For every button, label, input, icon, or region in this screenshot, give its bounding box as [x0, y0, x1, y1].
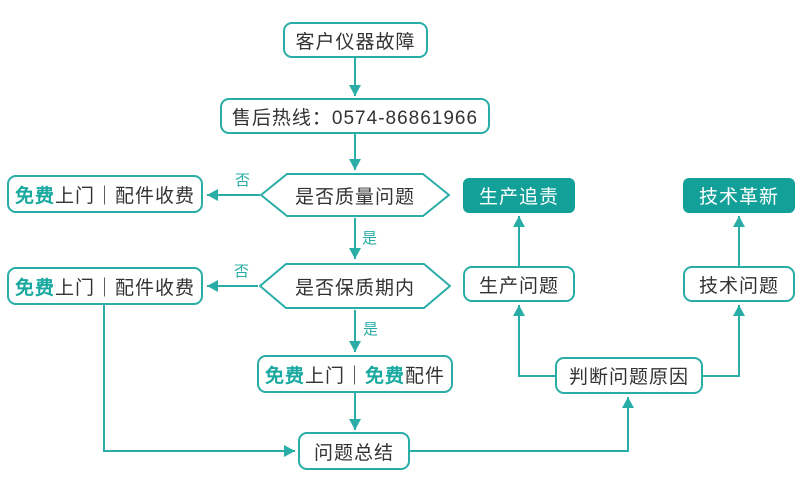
- parts-label: 配件: [405, 365, 446, 387]
- edge-label-yes-1: 是: [362, 230, 378, 247]
- decision-under-warranty-label: 是否保质期内: [294, 277, 415, 299]
- node-production-accountability-label: 生产追责: [478, 187, 559, 208]
- edge-label-no-1: 否: [235, 172, 251, 189]
- node-free-visit-paid-parts-1: 免费上门｜配件收费: [7, 175, 203, 213]
- paid-parts-label: 上门｜配件收费: [55, 185, 196, 207]
- edge-label-no-2: 否: [234, 263, 250, 280]
- decision-under-warranty: 是否保质期内: [258, 262, 452, 310]
- paid-parts-label: 上门｜配件收费: [55, 277, 196, 299]
- decision-quality-issue-label: 是否质量问题: [294, 186, 415, 208]
- node-free-visit-free-parts: 免费上门｜免费配件: [257, 355, 453, 393]
- node-production-problem-label: 生产问题: [478, 275, 559, 297]
- node-production-problem: 生产问题: [463, 266, 575, 302]
- free-label: 免费: [365, 365, 406, 387]
- edge-label-yes-2: 是: [363, 321, 379, 338]
- free-label: 免费: [14, 185, 55, 207]
- edge-judge-to-tech: [703, 305, 745, 377]
- node-free-visit-paid-parts-2: 免费上门｜配件收费: [7, 267, 203, 305]
- node-hotline-label: 售后热线：0574-86861966: [231, 107, 479, 129]
- node-customer-fault: 客户仪器故障: [283, 22, 428, 58]
- edge-judge-to-production: [513, 305, 555, 377]
- node-tech-innovation: 技术革新: [683, 178, 795, 213]
- node-customer-fault-label: 客户仪器故障: [295, 31, 416, 53]
- node-tech-problem: 技术问题: [683, 266, 795, 302]
- free-label: 免费: [14, 277, 55, 299]
- edge-visit2-to-summary: [103, 303, 295, 457]
- node-judge-cause: 判断问题原因: [555, 357, 703, 394]
- decision-quality-issue: 是否质量问题: [259, 172, 451, 218]
- node-judge-cause-label: 判断问题原因: [568, 367, 689, 388]
- node-tech-problem-label: 技术问题: [698, 275, 779, 297]
- hexagon-shape: [260, 173, 450, 217]
- node-problem-summary: 问题总结: [298, 432, 410, 470]
- node-production-accountability: 生产追责: [463, 178, 575, 213]
- free-label: 免费: [264, 365, 305, 387]
- edge-summary-to-judge: [410, 397, 634, 452]
- node-tech-innovation-label: 技术革新: [698, 187, 779, 208]
- visit-label: 上门｜: [304, 365, 365, 387]
- node-problem-summary-label: 问题总结: [313, 442, 394, 464]
- node-hotline: 售后热线：0574-86861966: [220, 98, 490, 134]
- hexagon-shape: [259, 263, 451, 309]
